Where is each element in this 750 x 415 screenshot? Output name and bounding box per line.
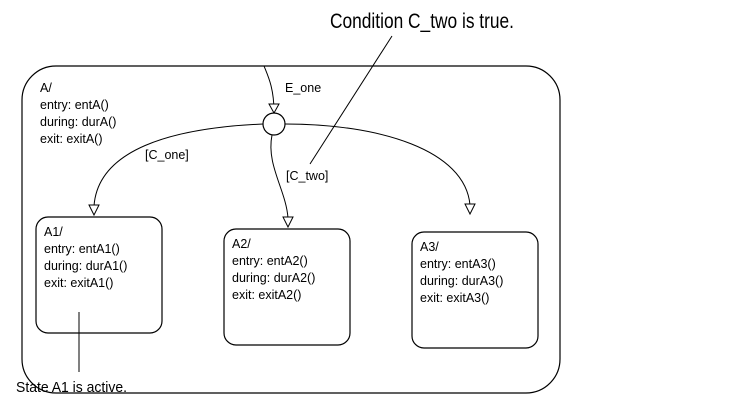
- transition-to-a2-line: [270, 134, 289, 219]
- guard-label-c-two: [C_two]: [286, 169, 328, 183]
- guard-label-c-one: [C_one]: [145, 148, 189, 162]
- state-a2-box: [223, 228, 351, 346]
- transition-to-a2-arrowhead: [282, 216, 294, 229]
- state-a3[interactable]: A3/ entry: entA3() during: durA3() exit:…: [411, 231, 539, 349]
- condition-callout: Condition C_two is true.: [309, 10, 514, 165]
- state-a1-box: [35, 216, 163, 334]
- state-a1-exit: exit: exitA1(): [44, 276, 113, 290]
- transition-to-a1-arrowhead: [88, 204, 100, 217]
- state-a-exit: exit: exitA(): [40, 132, 103, 146]
- transition-to-a1[interactable]: [C_one]: [88, 123, 264, 217]
- state-a1-name: A1/: [44, 225, 63, 239]
- state-a1-during: during: durA1(): [44, 259, 127, 273]
- transition-to-a1-line: [93, 123, 264, 207]
- state-a3-exit: exit: exitA3(): [420, 291, 489, 305]
- transition-to-a3[interactable]: [284, 123, 476, 216]
- state-a-name: A/: [40, 81, 52, 95]
- state-a2-exit: exit: exitA2(): [232, 288, 301, 302]
- state-callout: State A1 is active.: [16, 312, 127, 396]
- state-a2[interactable]: A2/ entry: entA2() during: durA2() exit:…: [223, 228, 351, 346]
- state-a3-entry: entry: entA3(): [420, 257, 496, 271]
- state-a-entry: entry: entA(): [40, 98, 109, 112]
- state-a1[interactable]: A1/ entry: entA1() during: durA1() exit:…: [35, 216, 163, 334]
- state-a3-box: [411, 231, 539, 349]
- state-a3-name: A3/: [420, 240, 439, 254]
- transition-to-a2[interactable]: [C_two]: [270, 134, 329, 229]
- state-a1-entry: entry: entA1(): [44, 242, 120, 256]
- state-a2-entry: entry: entA2(): [232, 254, 308, 268]
- state-a3-during: during: durA3(): [420, 274, 503, 288]
- condition-callout-text: Condition C_two is true.: [330, 10, 514, 33]
- default-transition-arrowhead: [268, 103, 280, 115]
- state-a-during: during: durA(): [40, 115, 116, 129]
- transition-to-a3-line: [284, 123, 471, 206]
- connective-junction[interactable]: [262, 112, 286, 136]
- condition-callout-leader: [309, 35, 393, 165]
- state-callout-text: State A1 is active.: [16, 379, 127, 396]
- state-a2-during: during: durA2(): [232, 271, 315, 285]
- transition-to-a3-arrowhead: [464, 203, 476, 216]
- event-label-e-one: E_one: [285, 81, 321, 95]
- default-transition[interactable]: E_one: [263, 65, 321, 115]
- state-a2-name: A2/: [232, 237, 251, 251]
